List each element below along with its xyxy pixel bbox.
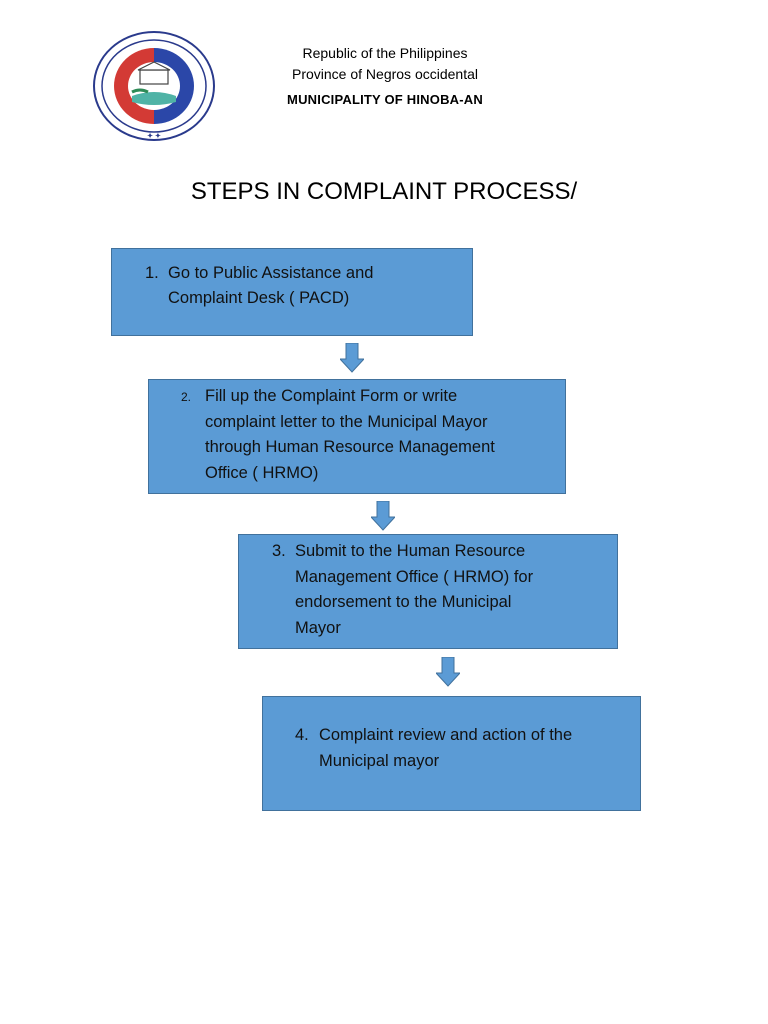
step-text-line: Municipal mayor bbox=[319, 752, 440, 770]
step-4-box: 4. Complaint review and action of the Mu… bbox=[262, 696, 641, 811]
down-arrow-icon bbox=[436, 657, 460, 687]
header-municipality: MUNICIPALITY OF HINOBA-AN bbox=[287, 92, 483, 107]
step-text-line: Go to Public Assistance and bbox=[168, 264, 374, 282]
step-2-box: 2. Fill up the Complaint Form or write c… bbox=[148, 379, 566, 494]
step-text-line: through Human Resource Management bbox=[205, 438, 495, 456]
step-text-line: Fill up the Complaint Form or write bbox=[205, 387, 458, 405]
step-text-line: Submit to the Human Resource bbox=[295, 542, 526, 560]
step-number: 3. bbox=[272, 542, 286, 560]
step-number: 4. bbox=[295, 726, 309, 744]
step-number: 1. bbox=[145, 264, 159, 282]
step-text-line: Management Office ( HRMO) for bbox=[295, 568, 534, 586]
down-arrow-icon bbox=[340, 343, 364, 373]
header-province: Province of Negros occidental bbox=[292, 66, 478, 82]
step-text-line: endorsement to the Municipal bbox=[295, 593, 512, 611]
page-title: STEPS IN COMPLAINT PROCESS/ bbox=[190, 178, 578, 205]
down-arrow-icon bbox=[371, 501, 395, 531]
step-text-line: Complaint review and action of the bbox=[319, 726, 573, 744]
step-number: 2. bbox=[181, 390, 192, 404]
svg-text:✦ ✦: ✦ ✦ bbox=[147, 132, 161, 140]
step-1-box: 1. Go to Public Assistance and Complaint… bbox=[111, 248, 473, 336]
step-text-line: complaint letter to the Municipal Mayor bbox=[205, 413, 488, 431]
step-text-line: Complaint Desk ( PACD) bbox=[168, 289, 350, 307]
header-republic: Republic of the Philippines bbox=[302, 45, 468, 61]
municipal-seal-logo: ✦ ✦ bbox=[93, 31, 215, 141]
step-text-line: Mayor bbox=[295, 619, 341, 637]
step-text-line: Office ( HRMO) bbox=[205, 464, 319, 482]
step-3-box: 3. Submit to the Human Resource Manageme… bbox=[238, 534, 618, 649]
